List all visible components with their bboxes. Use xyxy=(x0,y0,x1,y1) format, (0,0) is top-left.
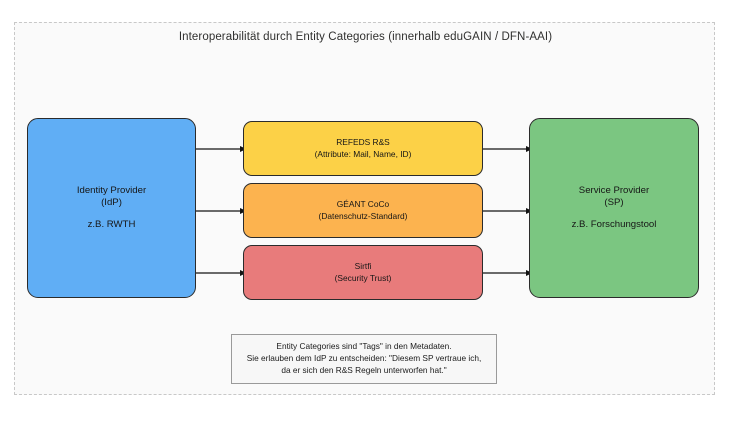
idp-example: z.B. RWTH xyxy=(87,218,136,230)
node-service-provider[interactable]: Service Provider (SP) z.B. Forschungstoo… xyxy=(529,118,699,298)
diagram-title: Interoperabilität durch Entity Categorie… xyxy=(178,31,553,43)
refeds-rs-subtitle: (Attribute: Mail, Name, ID) xyxy=(314,148,412,159)
geant-coco-subtitle: (Datenschutz-Standard) xyxy=(318,210,408,221)
sp-subtitle: (SP) xyxy=(604,197,624,209)
sirtfi-title: Sirtfi xyxy=(354,261,372,272)
idp-subtitle: (IdP) xyxy=(101,197,122,209)
node-refeds-rs[interactable]: REFEDS R&S (Attribute: Mail, Name, ID) xyxy=(243,121,483,176)
idp-title: Identity Provider xyxy=(76,184,147,196)
sp-title: Service Provider xyxy=(578,184,650,196)
node-geant-coco[interactable]: GÉANT CoCo (Datenschutz-Standard) xyxy=(243,183,483,238)
caption-box: Entity Categories sind "Tags" in den Met… xyxy=(231,334,497,385)
caption-line-2: Sie erlauben dem IdP zu entscheiden: "Di… xyxy=(246,352,482,363)
sp-example: z.B. Forschungstool xyxy=(571,218,657,230)
caption-line-3: da er sich den R&S Regeln unterworfen ha… xyxy=(281,364,447,375)
node-sirtfi[interactable]: Sirtfi (Security Trust) xyxy=(243,245,483,300)
caption-line-1: Entity Categories sind "Tags" in den Met… xyxy=(276,341,452,351)
sirtfi-subtitle: (Security Trust) xyxy=(334,272,392,283)
node-identity-provider[interactable]: Identity Provider (IdP) z.B. RWTH xyxy=(27,118,196,298)
refeds-rs-title: REFEDS R&S xyxy=(336,137,390,148)
geant-coco-title: GÉANT CoCo xyxy=(336,199,390,210)
